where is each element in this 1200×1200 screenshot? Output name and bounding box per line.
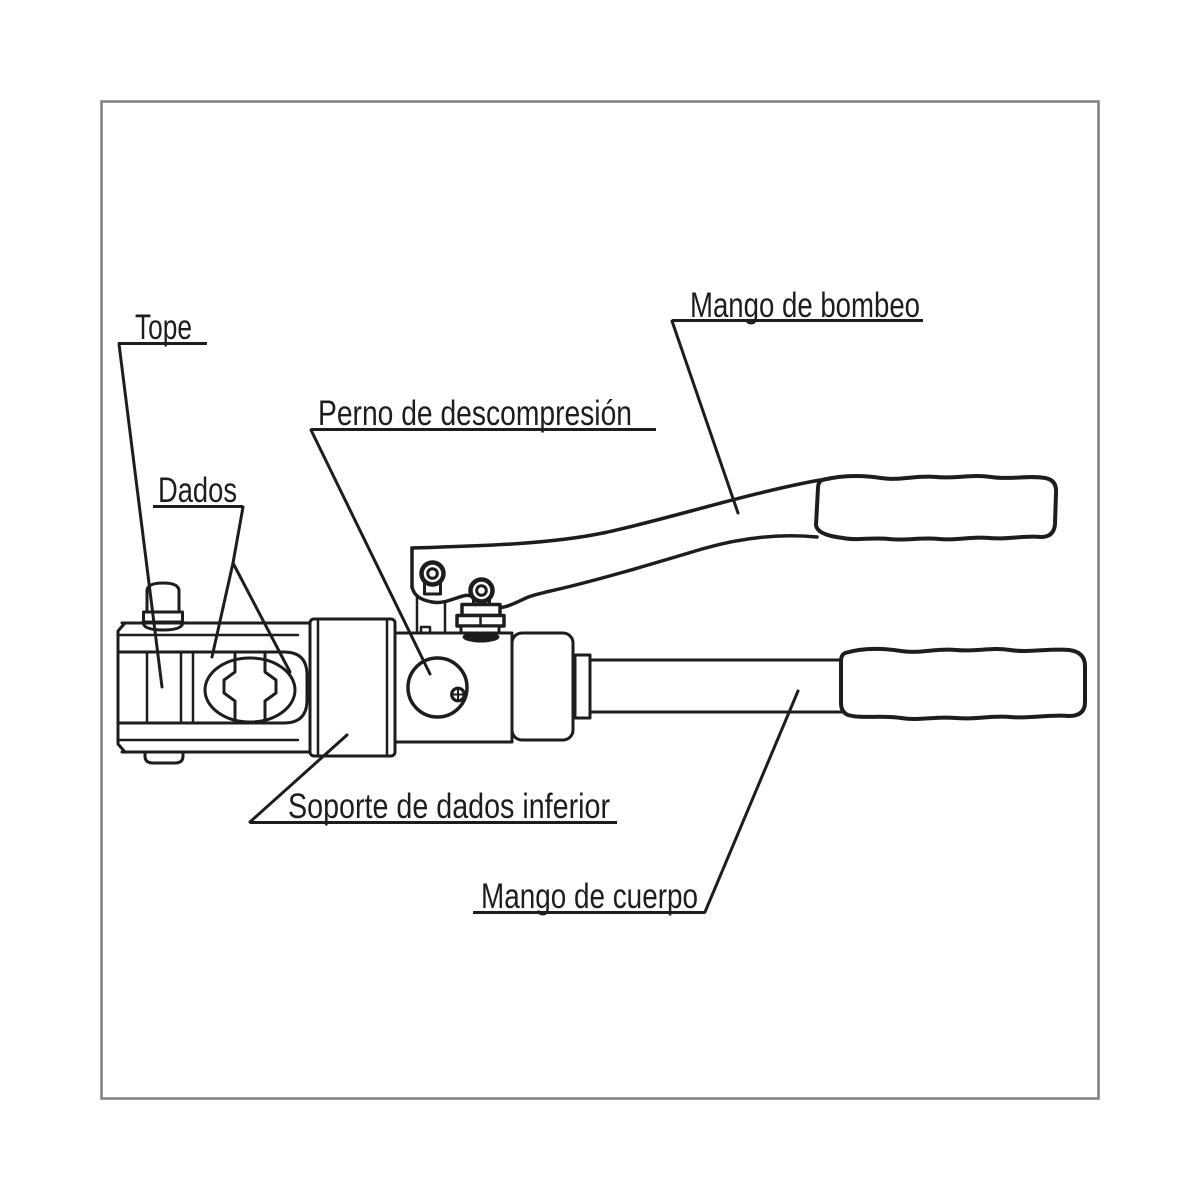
- perno-leader-line: [309, 428, 432, 676]
- tope-leader-line: [117, 342, 164, 689]
- die-holder-ellipse: [203, 656, 297, 724]
- head-bolt-washer: [142, 610, 184, 624]
- head-top-plate-underside: [116, 650, 309, 677]
- pump-arm-upper-edge: [410, 478, 822, 550]
- body-handle-grip: [839, 646, 1087, 721]
- callout-mango-cuerpo: Mango de cuerpo: [473, 689, 800, 916]
- pump-arm-lower-edge: [410, 534, 819, 610]
- hydraulic-body: [393, 631, 845, 744]
- mango-cuerpo-leader-line: [703, 689, 800, 914]
- label-perno-de-descompresion: Perno de descompresión: [318, 394, 632, 433]
- tube-step: [573, 653, 592, 720]
- release-valve-boss: [406, 656, 469, 719]
- die-bar-right: [263, 650, 278, 725]
- pump-handle-grip: [814, 473, 1059, 542]
- cylinder-end-cap: [510, 631, 575, 742]
- die-bar-left: [222, 650, 237, 725]
- soporte-leader-line: [248, 733, 349, 824]
- callout-tope: Tope: [117, 308, 207, 689]
- dados-leader-line-2: [231, 561, 292, 674]
- mango-bombeo-leader-line: [670, 319, 740, 515]
- label-tope: Tope: [135, 308, 192, 347]
- label-mango-de-cuerpo: Mango de cuerpo: [481, 877, 698, 916]
- label-dados: Dados: [158, 471, 237, 510]
- pump-valve-stack: [455, 602, 506, 643]
- callout-dados: Dados: [153, 471, 292, 674]
- phillips-cross-icon: [451, 688, 465, 701]
- valve-seat-shadow: [462, 631, 500, 643]
- head-bottom-tab: [143, 750, 185, 765]
- callout-soporte: Soporte de dados inferior: [248, 733, 617, 826]
- callout-mango-bombeo: Mango de bombeo: [670, 286, 923, 515]
- collar: [308, 617, 397, 758]
- bracket-foot-notch: [419, 625, 432, 635]
- head-top-bolt: [145, 581, 181, 614]
- crimp-head: [116, 581, 312, 765]
- head-left-edge: [116, 621, 127, 754]
- head-bottom-plate-top: [116, 698, 309, 725]
- label-mango-de-bombeo: Mango de bombeo: [690, 286, 920, 325]
- frame-border: [100, 100, 1100, 1100]
- head-bolt-washer-base: [141, 620, 185, 632]
- pump-linkage: [410, 478, 822, 635]
- eye-bolt-2-ring: [468, 577, 495, 604]
- lower-die-support: [308, 617, 397, 758]
- callouts: Tope Dados Perno de descompresión Mango …: [117, 286, 923, 916]
- release-valve: [406, 656, 469, 719]
- pivot-pins: [419, 560, 495, 612]
- callout-perno: Perno de descompresión: [309, 394, 656, 676]
- eye-bolt-2-hole: [475, 584, 488, 597]
- eye-bolt-1-ring: [419, 560, 446, 587]
- label-soporte-de-dados-inferior: Soporte de dados inferior: [288, 787, 610, 826]
- eye-bolt-1-hole: [426, 567, 439, 580]
